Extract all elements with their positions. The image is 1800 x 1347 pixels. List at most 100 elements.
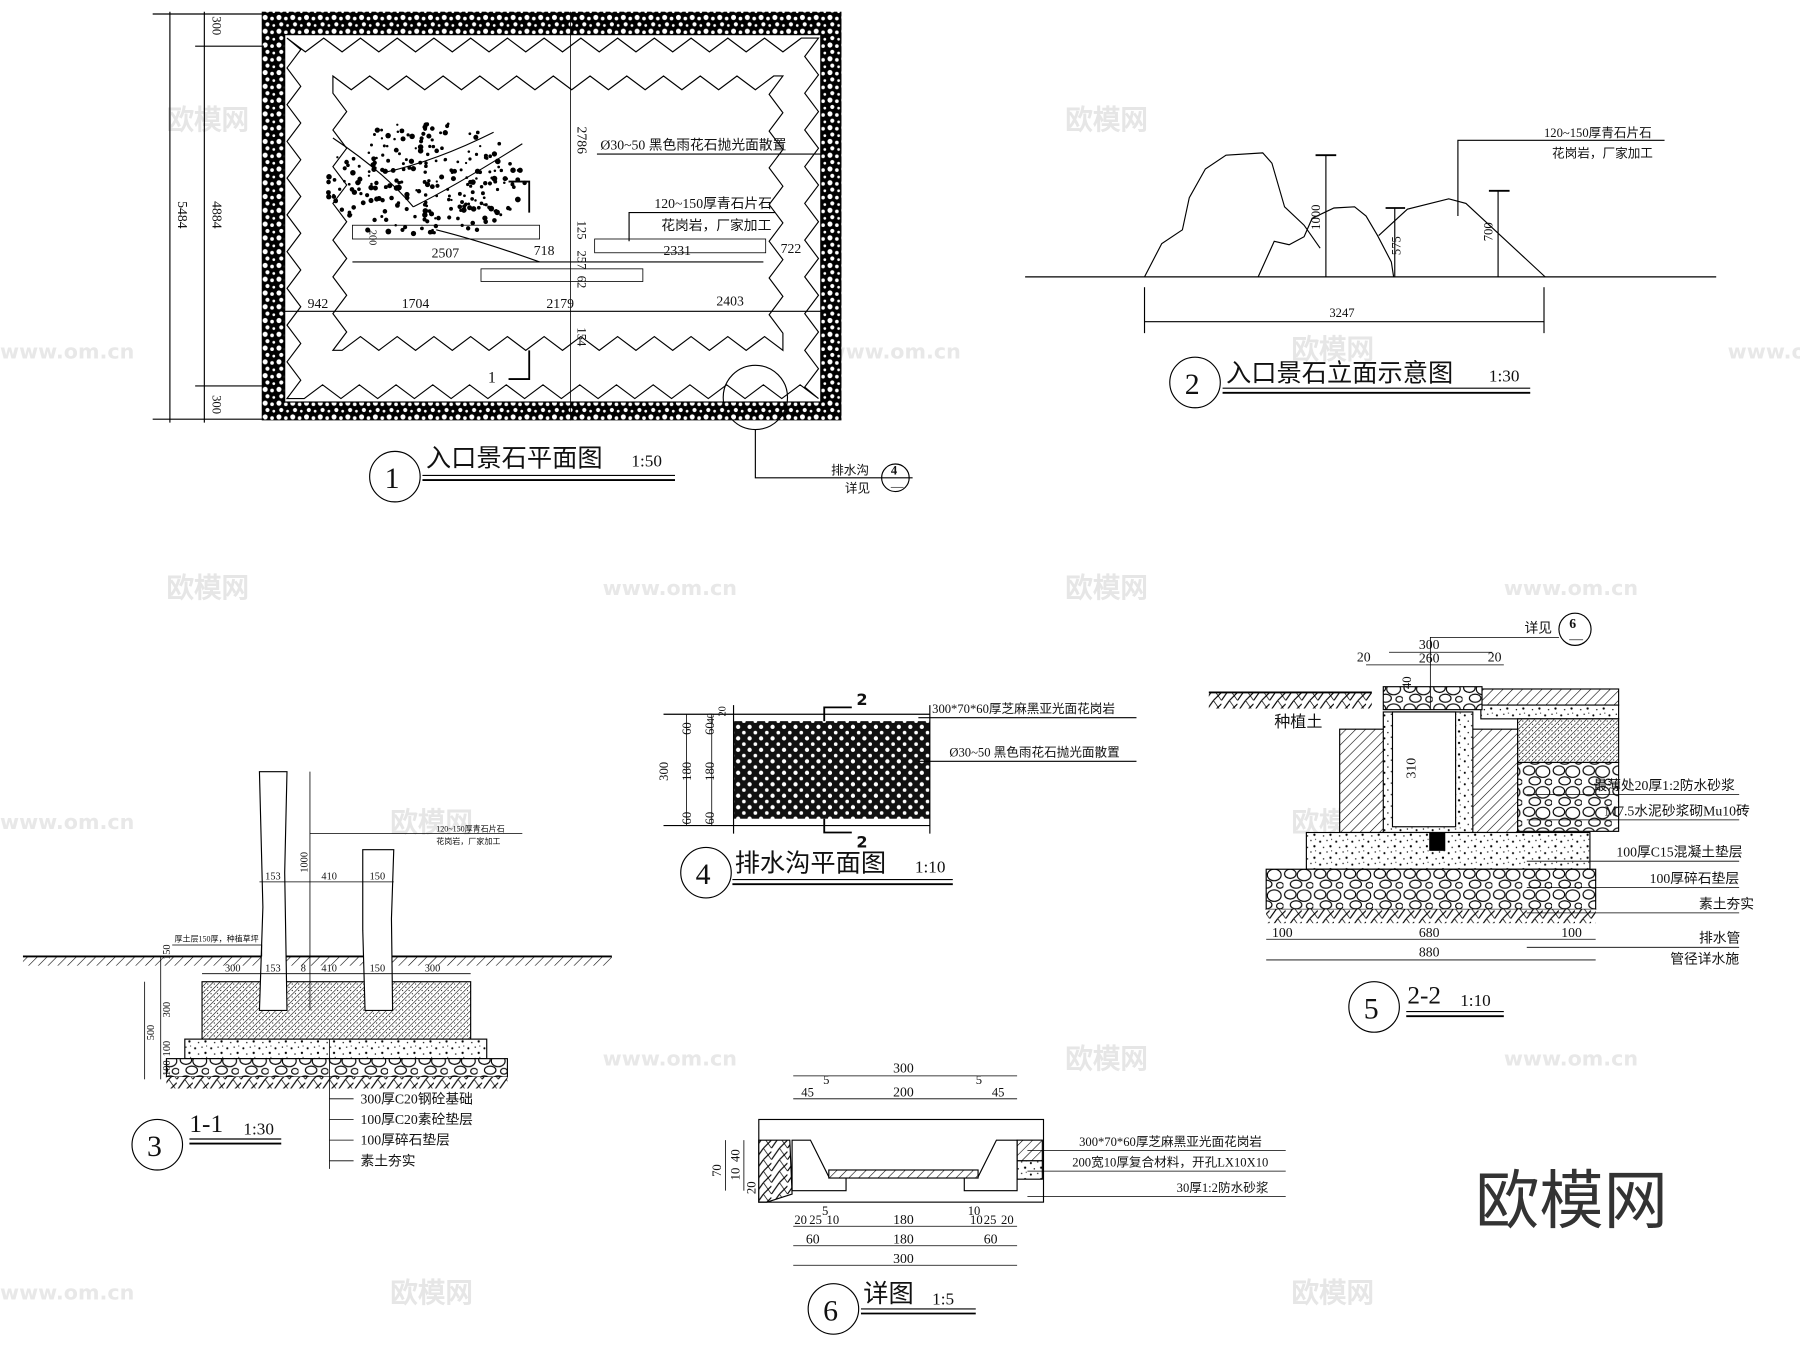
- title-number: 2: [1185, 368, 1200, 401]
- zigzag-edge-inner: [331, 74, 785, 352]
- foliage-dot: [403, 225, 408, 230]
- detail-ref-bubble[interactable]: 6 —: [1558, 612, 1592, 646]
- dim-150-base: 150: [370, 963, 386, 974]
- foliage-dot: [482, 215, 488, 221]
- foliage-dot: [360, 200, 366, 206]
- note-stone-2: 花岗岩，厂家加工: [1552, 145, 1653, 160]
- foliage-dot: [459, 168, 463, 172]
- foliage-dot: [383, 185, 388, 190]
- paving-base: [1517, 718, 1620, 764]
- foliage-dot: [479, 185, 484, 189]
- foliage-dot: [389, 195, 394, 201]
- drawing-scale: 1:10: [915, 858, 946, 877]
- drawing-scale: 1:30: [1489, 366, 1520, 385]
- layer-c15-concrete: [1305, 831, 1591, 870]
- foliage-dot: [380, 128, 384, 132]
- brand-logo: 欧模网: [1475, 1164, 1668, 1239]
- foliage-dot: [382, 209, 388, 214]
- dim-60-bottom-2: 60: [703, 812, 717, 825]
- dim-b180: 180: [893, 1212, 914, 1227]
- ref-sheet: —: [1568, 631, 1583, 646]
- foliage-dot: [347, 212, 352, 218]
- watermark-brand: 欧模网: [1291, 333, 1374, 365]
- foliage-dot: [421, 131, 426, 136]
- layer-note: 排水管: [1699, 931, 1740, 946]
- rock-large: [1144, 152, 1321, 278]
- foliage-dot: [422, 202, 427, 207]
- note-stone-1: 120~150厚青石片石: [1544, 126, 1652, 140]
- leader-stone: [628, 212, 775, 242]
- dim-c60-right: 60: [984, 1231, 998, 1246]
- foliage-dot: [386, 158, 391, 163]
- drain-gravel-top: [1382, 686, 1483, 711]
- dim-40: 40: [728, 1149, 742, 1162]
- foliage-dot: [393, 137, 396, 141]
- foliage-dot: [452, 168, 458, 174]
- foliage-dot: [482, 196, 486, 200]
- foliage-dot: [357, 164, 361, 168]
- title-number: 6: [823, 1294, 838, 1327]
- drawing-scale: 1:50: [631, 451, 662, 470]
- foliage-dot: [429, 184, 435, 190]
- foliage-dot: [488, 170, 492, 174]
- dim-2403: 2403: [716, 294, 744, 309]
- foliage-dot: [474, 227, 480, 232]
- layer-note: 管径详水施: [1670, 951, 1739, 966]
- foliage-dot: [422, 208, 429, 214]
- rock-middle: [1257, 206, 1395, 278]
- detail-leader: [1429, 636, 1559, 709]
- foliage-dot: [461, 207, 467, 213]
- foliage-dot: [375, 156, 378, 160]
- foliage-dot: [372, 133, 376, 137]
- foliage-dot: [343, 179, 346, 183]
- foliage-dot: [372, 217, 377, 223]
- foliage-dot: [416, 189, 422, 194]
- foliage-dot: [342, 166, 347, 171]
- foliage-dot: [484, 203, 488, 207]
- foliage-dot: [393, 147, 399, 153]
- drawing-1-plan: 5484 4884 300 300 2786 125 257 62 154 20…: [152, 11, 913, 503]
- foliage-dot: [404, 191, 410, 198]
- foliage-dot: [510, 167, 516, 173]
- foliage-dot: [387, 183, 393, 189]
- watermark-brand: 欧模网: [1065, 572, 1148, 604]
- granite-edge-left: [791, 1139, 847, 1192]
- foliage-dot: [497, 165, 501, 169]
- detail-ref-bubble[interactable]: 4 —: [881, 463, 910, 493]
- dim-180: 180: [680, 762, 694, 781]
- foliage-dot: [413, 214, 417, 219]
- ref-number: 4: [891, 463, 898, 477]
- foliage-dot: [450, 198, 453, 202]
- foliage-dot: [374, 196, 380, 202]
- foliage-dot: [339, 207, 345, 212]
- material-note: 200宽10厚复合材料，开孔LX10X10: [1072, 1155, 1268, 1170]
- title-number-circle: [680, 846, 732, 899]
- layer-note: M7.5水泥砂浆砌Mu10砖: [1605, 803, 1750, 818]
- foliage-dot: [464, 161, 468, 165]
- foliage-dot: [409, 133, 415, 140]
- watermark-brand: 欧模网: [390, 806, 473, 838]
- foliage-dot: [508, 161, 512, 166]
- foliage-dot: [423, 122, 429, 128]
- foliage-dot: [467, 202, 471, 206]
- foliage-dot: [430, 212, 434, 216]
- foliage-dot: [457, 191, 462, 196]
- foliage-dot: [468, 132, 472, 136]
- layer-compacted-soil: [1266, 909, 1596, 924]
- section-mark-label: 1: [488, 369, 496, 386]
- drawing-5-section-2-2: 种植土 300 20 260 20 40 310 100 680 100 880…: [1208, 612, 1754, 1033]
- paving-left: [758, 1139, 793, 1203]
- layer-c20-rc-foundation: [201, 981, 472, 1040]
- material-labels: 300*70*60厚芝麻黑亚光面花岗岩200宽10厚复合材料，开孔LX10X10…: [1027, 1134, 1286, 1197]
- foliage-dot: [463, 194, 466, 198]
- dim-150: 150: [370, 872, 386, 883]
- foliage-dot: [367, 170, 371, 173]
- dim-718: 718: [534, 243, 555, 258]
- watermark-brand: 欧模网: [1065, 104, 1148, 136]
- title-number-circle: [1169, 356, 1221, 409]
- dim-153: 153: [265, 872, 281, 883]
- foliage-dot: [357, 176, 363, 182]
- foliage-dot: [475, 130, 480, 135]
